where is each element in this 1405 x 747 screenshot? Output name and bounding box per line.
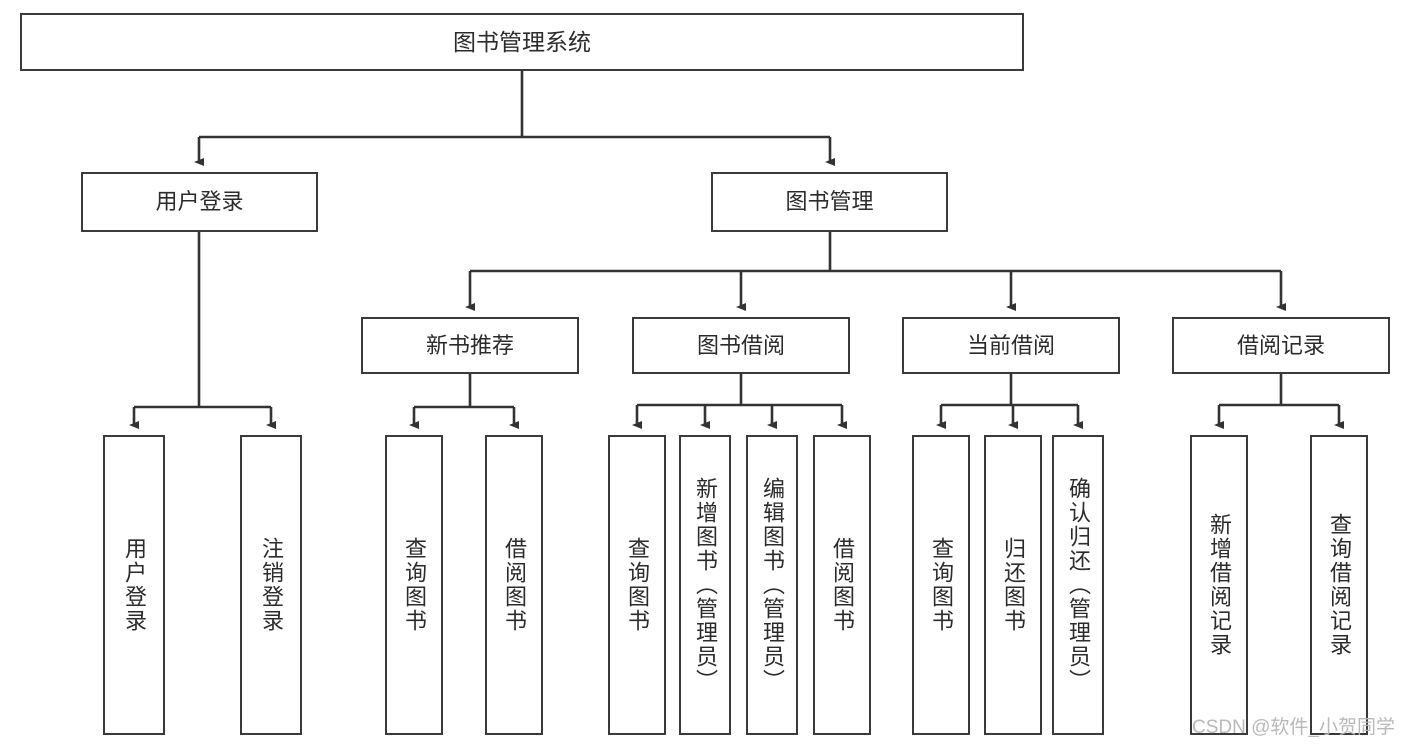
node-current-borrow-label: 当前借阅 (966, 332, 1055, 358)
node-user-login-label: 用户登录 (155, 189, 244, 215)
leaf-edit-book-admin-label: 编辑图书（管理员） (760, 477, 785, 693)
leaf-borrow-book-new-label: 借阅图书 (502, 537, 527, 633)
leaf-lend-book-label: 借阅图书 (830, 537, 855, 633)
leaf-add-borrow-record[interactable]: 新增借阅记录 (1190, 435, 1248, 735)
leaf-add-book-admin-label: 新增图书（管理员） (693, 477, 718, 693)
leaf-query-borrow-record[interactable]: 查询借阅记录 (1310, 435, 1368, 735)
node-new-book-recommend[interactable]: 新书推荐 (361, 317, 579, 374)
node-book-management-label: 图书管理 (785, 189, 874, 215)
leaf-query-book-new-label: 查询图书 (402, 537, 427, 633)
leaf-logout-label: 注销登录 (259, 537, 284, 633)
node-current-borrow[interactable]: 当前借阅 (902, 317, 1120, 374)
watermark: CSDN @软件_小贺同学 (1192, 717, 1395, 738)
leaf-user-login[interactable]: 用户登录 (103, 435, 165, 735)
node-user-login[interactable]: 用户登录 (81, 172, 318, 232)
node-root[interactable]: 图书管理系统 (20, 13, 1024, 71)
leaf-return-book[interactable]: 归还图书 (984, 435, 1042, 735)
leaf-query-book-current[interactable]: 查询图书 (912, 435, 970, 735)
leaf-query-book-current-label: 查询图书 (929, 537, 954, 633)
node-root-label: 图书管理系统 (453, 28, 591, 55)
node-book-management[interactable]: 图书管理 (711, 172, 948, 232)
node-borrow-records[interactable]: 借阅记录 (1172, 317, 1390, 374)
leaf-borrow-book-new[interactable]: 借阅图书 (485, 435, 543, 735)
leaf-add-book-admin[interactable]: 新增图书（管理员） (679, 435, 731, 735)
leaf-confirm-return-admin[interactable]: 确认归还（管理员） (1052, 435, 1104, 735)
node-borrow-records-label: 借阅记录 (1236, 332, 1325, 358)
leaf-query-book-new[interactable]: 查询图书 (385, 435, 443, 735)
leaf-query-book-borrow[interactable]: 查询图书 (608, 435, 666, 735)
node-book-borrow-label: 图书借阅 (696, 332, 785, 358)
leaf-query-book-borrow-label: 查询图书 (625, 537, 650, 633)
leaf-user-login-label: 用户登录 (122, 537, 147, 633)
leaf-edit-book-admin[interactable]: 编辑图书（管理员） (746, 435, 798, 735)
leaf-return-book-label: 归还图书 (1001, 537, 1026, 633)
leaf-query-borrow-record-label: 查询借阅记录 (1327, 513, 1352, 657)
leaf-confirm-return-admin-label: 确认归还（管理员） (1066, 477, 1091, 693)
leaf-lend-book[interactable]: 借阅图书 (813, 435, 871, 735)
leaf-logout[interactable]: 注销登录 (240, 435, 302, 735)
node-book-borrow[interactable]: 图书借阅 (632, 317, 850, 374)
leaf-add-borrow-record-label: 新增借阅记录 (1207, 513, 1232, 657)
node-new-book-recommend-label: 新书推荐 (425, 332, 514, 358)
